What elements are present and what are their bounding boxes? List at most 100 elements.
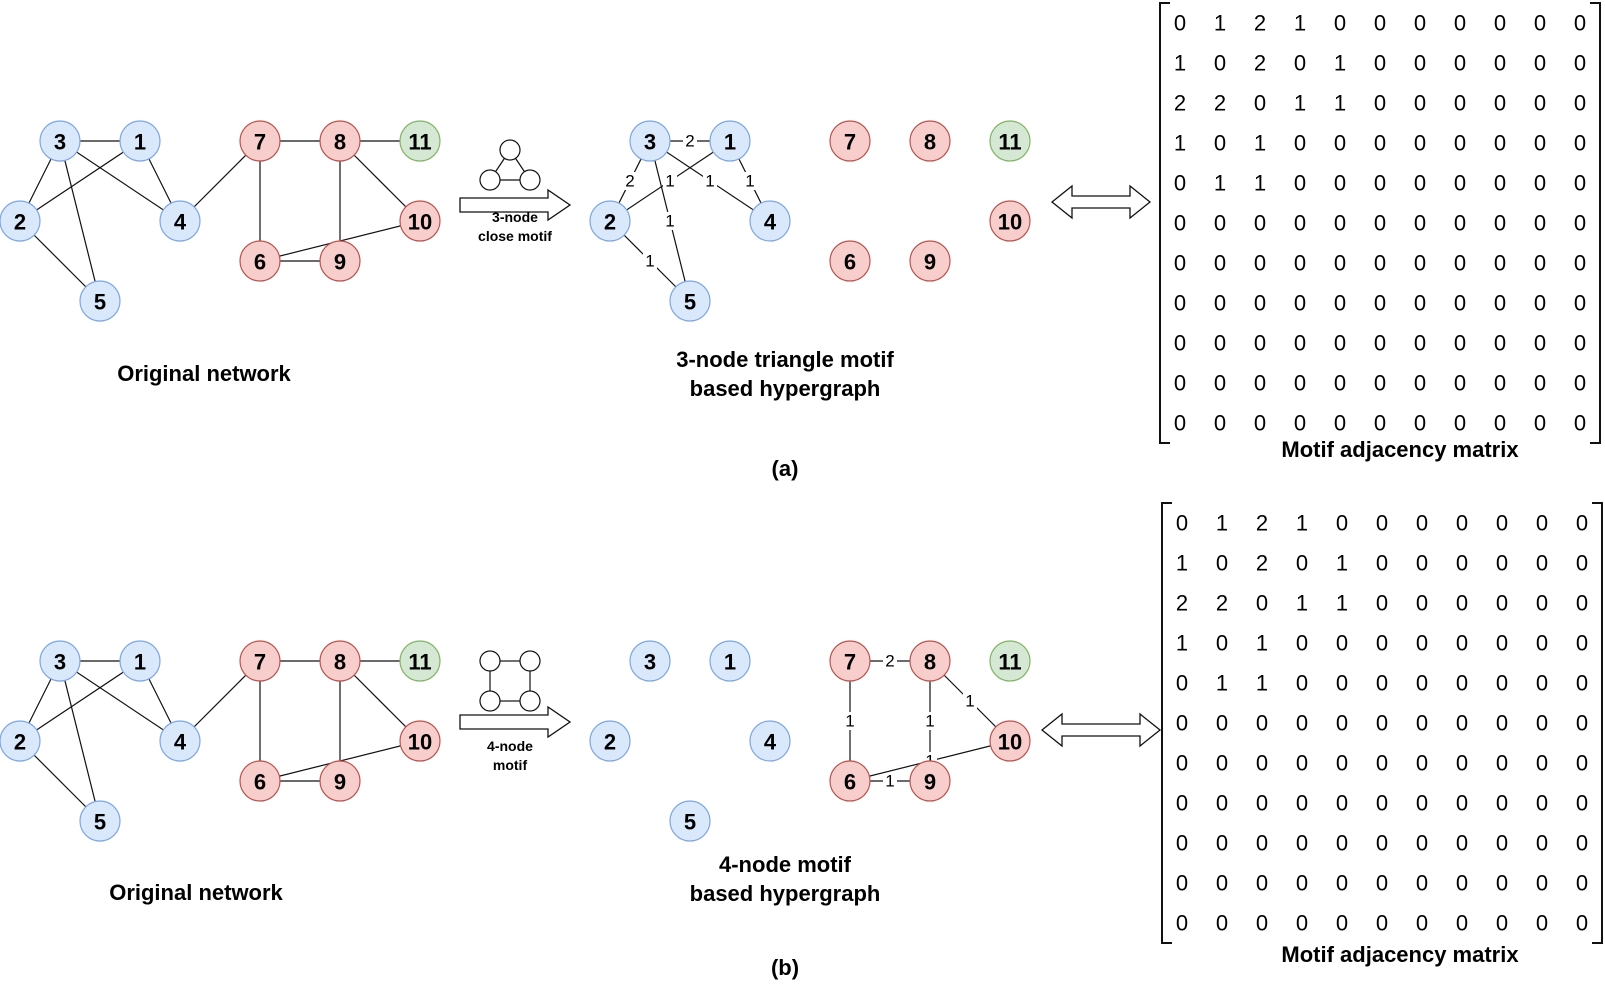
matrix-b-cell-9-10: 0 [1576, 871, 1588, 896]
matrix-b-cell-7-7: 0 [1456, 791, 1468, 816]
matrix-a-cell-9-8: 0 [1494, 371, 1506, 396]
hyper-a-node-11: 11 [989, 120, 1031, 162]
matrix-a-cell-2-5: 0 [1374, 91, 1386, 116]
matrix-b-cell-2-6: 0 [1416, 591, 1428, 616]
hyper-a-node-circle-10 [989, 200, 1031, 242]
matrix-a-cell-3-1: 0 [1214, 131, 1226, 156]
hyper-a-node-circle-6 [829, 240, 871, 282]
original-b-node-7: 7 [239, 640, 281, 682]
matrix-a-cell-0-8: 0 [1494, 11, 1506, 36]
matrix-b-cell-9-1: 0 [1216, 871, 1228, 896]
matrix-a-cell-9-4: 0 [1334, 371, 1346, 396]
matrix-b-cell-7-6: 0 [1416, 791, 1428, 816]
matrix-b-cell-2-9: 0 [1536, 591, 1548, 616]
matrix-a-cell-3-2: 1 [1254, 131, 1266, 156]
matrix-a-cell-7-2: 0 [1254, 291, 1266, 316]
matrix-b-cell-10-5: 0 [1376, 911, 1388, 936]
matrix-a-right-bracket [1590, 2, 1601, 444]
original-a-node-circle-6 [239, 240, 281, 282]
hyper-b-node-circle-4 [749, 720, 791, 762]
hyper-a-node-circle-8 [909, 120, 951, 162]
matrix-a-cell-5-0: 0 [1174, 211, 1186, 236]
hyper-b-node-circle-1 [709, 640, 751, 682]
original-a-node-label-6: 6 [254, 250, 266, 275]
matrix-a-cell-7-7: 0 [1454, 291, 1466, 316]
original-a-node-circle-11 [399, 120, 441, 162]
matrix-a-cell-10-4: 0 [1334, 411, 1346, 436]
matrix-a-cell-0-10: 0 [1574, 11, 1586, 36]
hyper-a-node-3: 3 [629, 120, 671, 162]
matrix-a-cell-2-7: 0 [1454, 91, 1466, 116]
hyper-a-node-5: 5 [669, 280, 711, 322]
matrix-a-cell-0-0: 0 [1174, 11, 1186, 36]
matrix-a-cell-4-9: 0 [1534, 171, 1546, 196]
matrix-a-cell-6-9: 0 [1534, 251, 1546, 276]
original-b-node-1: 1 [119, 640, 161, 682]
hyper-b-node-label-3: 3 [644, 650, 656, 675]
hyper-a-node-label-6: 6 [844, 250, 856, 275]
matrix-a-cell-3-8: 0 [1494, 131, 1506, 156]
matrix-a-cell-2-3: 1 [1294, 91, 1306, 116]
original-a-node-label-3: 3 [54, 130, 66, 155]
matrix-a-cell-6-3: 0 [1294, 251, 1306, 276]
matrix-b-cell-3-5: 0 [1376, 631, 1388, 656]
matrix-a-cell-2-0: 2 [1174, 91, 1186, 116]
matrix-b-cell-9-3: 0 [1296, 871, 1308, 896]
original-b-node-label-5: 5 [94, 810, 106, 835]
hyper-b-node-circle-6 [829, 760, 871, 802]
original-a-node-circle-8 [319, 120, 361, 162]
matrix-a-cell-4-2: 1 [1254, 171, 1266, 196]
matrix-b-cell-9-9: 0 [1536, 871, 1548, 896]
matrix-b-right-bracket [1592, 502, 1603, 944]
matrix-b-cell-0-6: 0 [1416, 511, 1428, 536]
matrix-b-cell-5-10: 0 [1576, 711, 1588, 736]
matrix-b-cell-7-9: 0 [1536, 791, 1548, 816]
original-a-node-5: 5 [79, 280, 121, 322]
hyper-b-node-5: 5 [669, 800, 711, 842]
original-b-node-circle-2 [0, 720, 41, 762]
matrix-a-cell-10-7: 0 [1454, 411, 1466, 436]
matrix-b-cell-0-7: 0 [1456, 511, 1468, 536]
matrix-b-cell-0-5: 0 [1376, 511, 1388, 536]
matrix-a-cell-9-6: 0 [1414, 371, 1426, 396]
original-b-node-11: 11 [399, 640, 441, 682]
matrix-a-cell-9-9: 0 [1534, 371, 1546, 396]
hyper-b-node-label-11: 11 [998, 650, 1021, 675]
matrix-a-cell-9-3: 0 [1294, 371, 1306, 396]
hyper-a-node-1: 1 [709, 120, 751, 162]
original-b-node-label-2: 2 [14, 730, 26, 755]
hyper-edge-a-3-1-weight-bg [683, 132, 697, 150]
matrix-a-cell-3-3: 0 [1294, 131, 1306, 156]
original-a-node-circle-9 [319, 240, 361, 282]
hyper-edge-a-3-2-weight: 2 [625, 172, 634, 191]
matrix-caption-b: Motif adjacency matrix [1281, 942, 1519, 967]
matrix-a-cell-3-7: 0 [1454, 131, 1466, 156]
hyper-a-node-label-5: 5 [684, 290, 696, 315]
matrix-a-cell-0-3: 1 [1294, 11, 1306, 36]
hyper-b-node-11: 11 [989, 640, 1031, 682]
matrix-a-cell-0-5: 0 [1374, 11, 1386, 36]
matrix-a-cell-5-1: 0 [1214, 211, 1226, 236]
original-b-node-3: 3 [39, 640, 81, 682]
hyper-a-node-label-10: 10 [998, 210, 1022, 235]
matrix-a-cell-0-6: 0 [1414, 11, 1426, 36]
motif-label-a-line2: close motif [478, 228, 552, 244]
matrix-a-cell-0-4: 0 [1334, 11, 1346, 36]
matrix-b-cell-5-7: 0 [1456, 711, 1468, 736]
matrix-b-cell-5-3: 0 [1296, 711, 1308, 736]
matrix-b-cell-4-5: 0 [1376, 671, 1388, 696]
hyper-a-node-label-4: 4 [764, 210, 777, 235]
matrix-b-cell-2-3: 1 [1296, 591, 1308, 616]
matrix-a-cell-10-8: 0 [1494, 411, 1506, 436]
original-a-node-11: 11 [399, 120, 441, 162]
matrix-b-cell-3-3: 0 [1296, 631, 1308, 656]
matrix-b-cell-10-7: 0 [1456, 911, 1468, 936]
matrix-a-cell-0-9: 0 [1534, 11, 1546, 36]
matrix-b-cell-10-3: 0 [1296, 911, 1308, 936]
matrix-a-cell-7-4: 0 [1334, 291, 1346, 316]
matrix-a-cell-10-0: 0 [1174, 411, 1186, 436]
hyper-b-node-9: 9 [909, 760, 951, 802]
original-a-node-label-5: 5 [94, 290, 106, 315]
matrix-b-cell-10-8: 0 [1496, 911, 1508, 936]
